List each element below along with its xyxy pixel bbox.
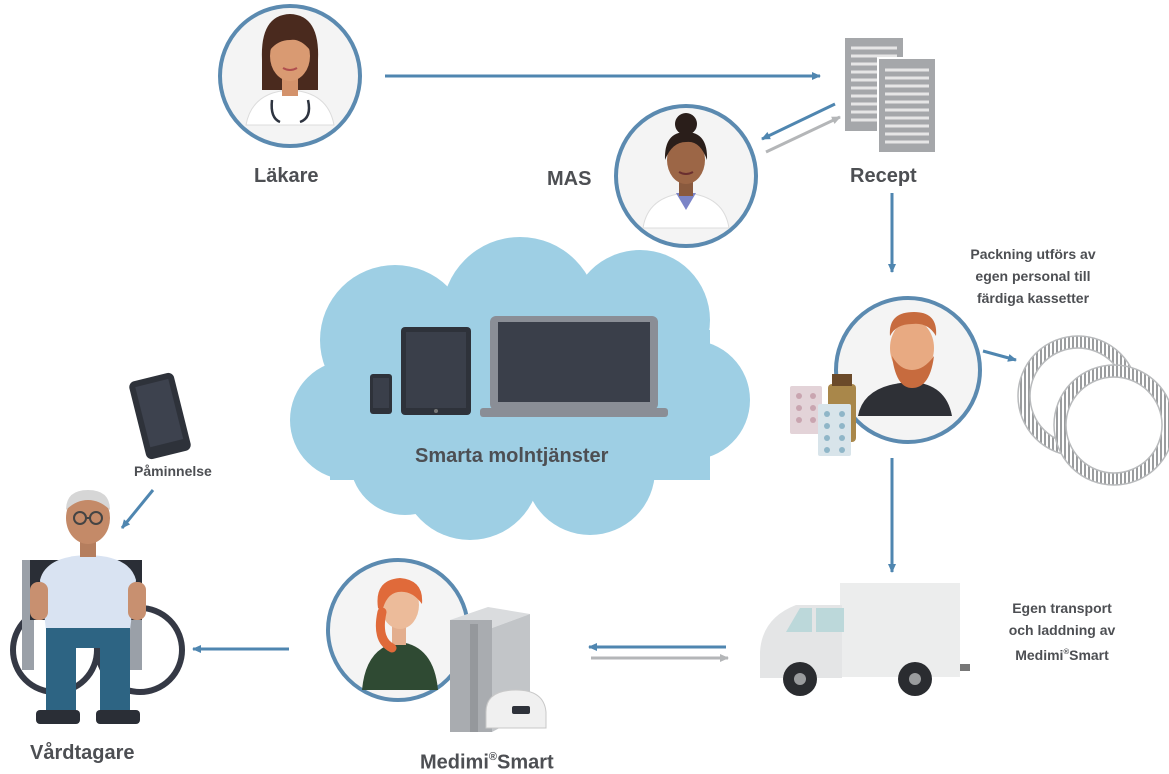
- medimi-dispenser-icon: [450, 607, 547, 732]
- medimi-name: Medimi: [420, 751, 489, 774]
- packing-label-line-3: färdiga kassetter: [976, 290, 1090, 306]
- packing-label-line-2: egen personal till: [975, 268, 1091, 284]
- doctor-avatar-icon: [218, 4, 362, 148]
- reminder-label: Påminnelse: [134, 463, 212, 479]
- smartphone-icon: [129, 372, 191, 460]
- nurse-avatar-icon: [614, 104, 758, 248]
- transport-label-line-1: Egen transport: [1012, 600, 1112, 616]
- transport-label: Egen transport och laddning av Medimi®Sm…: [992, 597, 1132, 666]
- prescription-document-icon: [845, 38, 937, 154]
- medication-cassette-icon: [1017, 335, 1169, 486]
- delivery-van-icon: [760, 583, 970, 696]
- transport-medimi-suffix: Smart: [1069, 646, 1109, 663]
- medication-pills-icon: [790, 374, 856, 456]
- transport-registered-mark: ®: [1063, 647, 1070, 656]
- patient-label: Vårdtagare: [30, 742, 135, 764]
- cloud-services-label: Smarta molntjänster: [415, 445, 609, 467]
- prescription-label: Recept: [850, 165, 917, 187]
- patient-wheelchair-icon: [10, 490, 185, 724]
- cloud-icon: [290, 237, 750, 540]
- medimi-smart-suffix: Smart: [497, 751, 554, 774]
- caregiver-avatar-icon: [326, 558, 470, 702]
- transport-label-line-3: Medimi®Smart: [992, 641, 1132, 666]
- packing-label: Packning utförs av egen personal till fä…: [948, 243, 1118, 309]
- transport-medimi-name: Medimi: [1015, 646, 1064, 663]
- pharmacy-staff-avatar-icon: [834, 296, 982, 444]
- packing-label-line-1: Packning utförs av: [970, 246, 1096, 262]
- doctor-label: Läkare: [254, 165, 319, 187]
- devices-icon: [370, 316, 668, 417]
- registered-mark: ®: [488, 751, 498, 763]
- mas-label: MAS: [547, 168, 592, 190]
- flow-arrows: [120, 72, 1017, 662]
- transport-label-line-2: och laddning av: [1008, 622, 1116, 638]
- medimi-smart-label: Medimi®Smart: [420, 751, 554, 774]
